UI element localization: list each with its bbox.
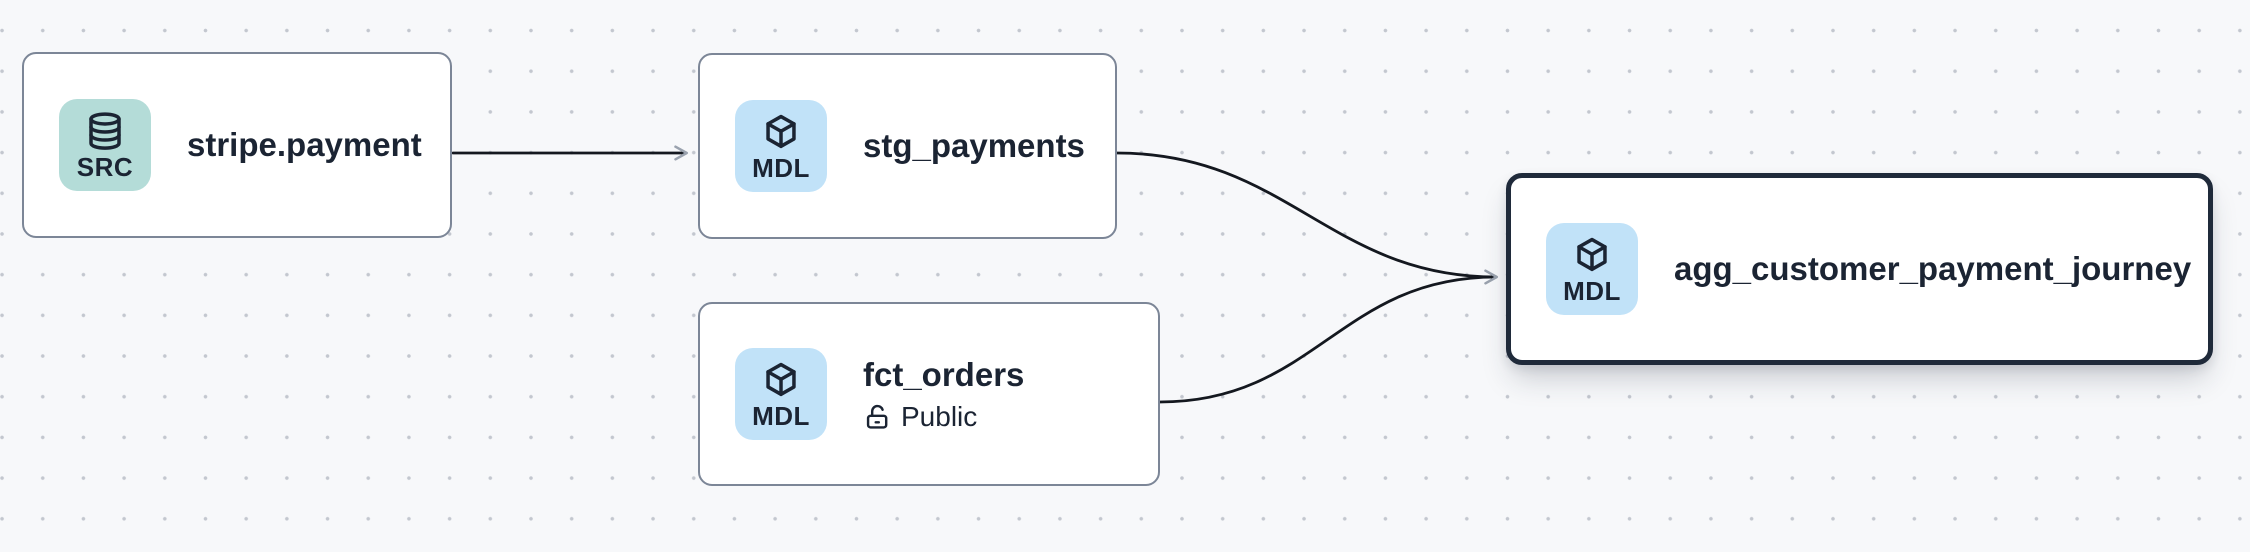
node-fct-orders[interactable]: MDL fct_orders Public	[698, 302, 1160, 486]
cube-icon	[766, 362, 796, 396]
model-badge: MDL	[735, 348, 827, 440]
node-title: stripe.payment	[187, 126, 422, 164]
node-agg-customer-payment-journey[interactable]: MDL agg_customer_payment_journey	[1506, 173, 2213, 365]
access-badge: Public	[863, 400, 1024, 433]
access-label: Public	[901, 400, 978, 432]
model-badge: MDL	[735, 100, 827, 192]
lock-open-icon	[866, 404, 888, 429]
node-title: fct_orders	[863, 356, 1025, 394]
node-title: stg_payments	[863, 127, 1085, 165]
edge-fct-orders-to-agg-customer-payment-journey	[1158, 275, 1498, 404]
badge-label: MDL	[1563, 275, 1621, 306]
cube-icon	[1577, 237, 1607, 271]
source-badge: SRC	[59, 99, 151, 191]
node-title: agg_customer_payment_journey	[1674, 250, 2192, 288]
database-icon	[89, 111, 121, 150]
edge-stg-payments-to-agg-customer-payment-journey	[1115, 151, 1499, 285]
badge-label: MDL	[752, 400, 810, 431]
badge-label: MDL	[752, 152, 810, 183]
node-stg-payments[interactable]: MDL stg_payments	[698, 53, 1117, 239]
node-stripe-payment[interactable]: SRC stripe.payment	[22, 52, 452, 238]
badge-label: SRC	[76, 151, 134, 182]
cube-icon	[766, 114, 796, 148]
model-badge: MDL	[1546, 223, 1638, 315]
